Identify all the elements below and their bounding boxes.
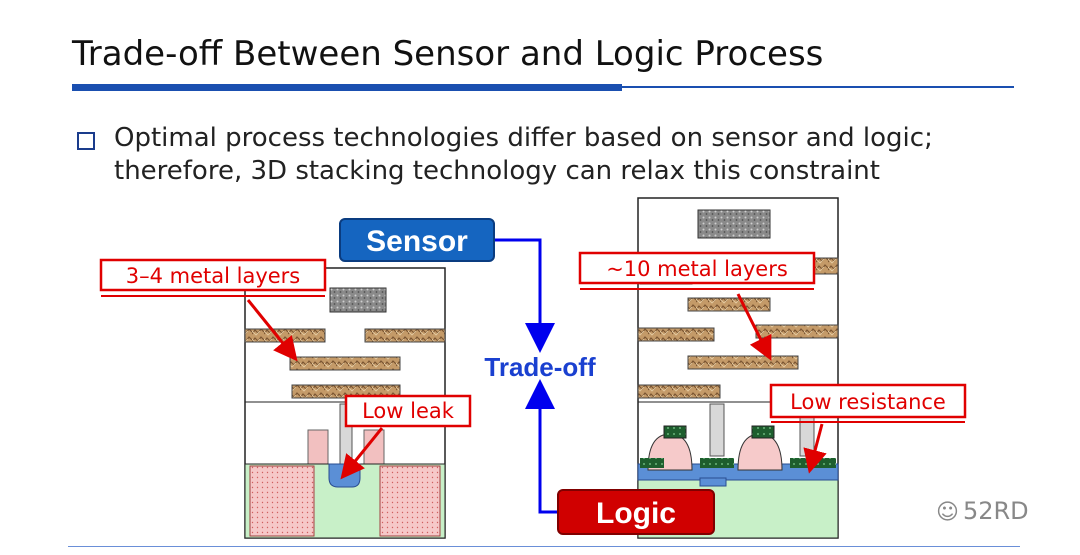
logic-label-box: Logic <box>557 489 715 535</box>
sensor-label-box: Sensor <box>339 218 495 262</box>
logic-cross-section <box>637 197 839 539</box>
title-underline-accent <box>72 84 622 91</box>
callout-low-resistance-text: Low resistance <box>790 390 946 414</box>
bullet-text: Optimal process technologies differ base… <box>114 122 933 188</box>
slide-title: Trade-off Between Sensor and Logic Proce… <box>72 34 824 74</box>
wechat-icon: ☺ <box>936 500 959 525</box>
bottom-divider <box>68 546 1020 547</box>
watermark: ☺52RD <box>936 497 1029 525</box>
callout-sensor-metal-text: 3–4 metal layers <box>126 264 301 288</box>
logic-label: Logic <box>596 497 676 530</box>
callout-logic-metal: ~10 metal layers <box>578 251 816 361</box>
callout-low-leak-text: Low leak <box>362 399 455 423</box>
sensor-label: Sensor <box>366 225 468 258</box>
bullet-square-icon <box>77 132 95 150</box>
watermark-text: 52RD <box>962 497 1029 525</box>
callout-logic-metal-text: ~10 metal layers <box>606 257 788 281</box>
callout-low-resistance: Low resistance <box>769 383 967 474</box>
tradeoff-label: Trade-off <box>484 352 596 382</box>
bullet-line-1: Optimal process technologies differ base… <box>114 123 933 153</box>
bullet-line-2: therefore, 3D stacking technology can re… <box>114 156 880 186</box>
tradeoff-arrows <box>493 238 560 514</box>
callout-low-leak: Low leak <box>340 394 472 480</box>
callout-sensor-metal: 3–4 metal layers <box>99 258 327 362</box>
